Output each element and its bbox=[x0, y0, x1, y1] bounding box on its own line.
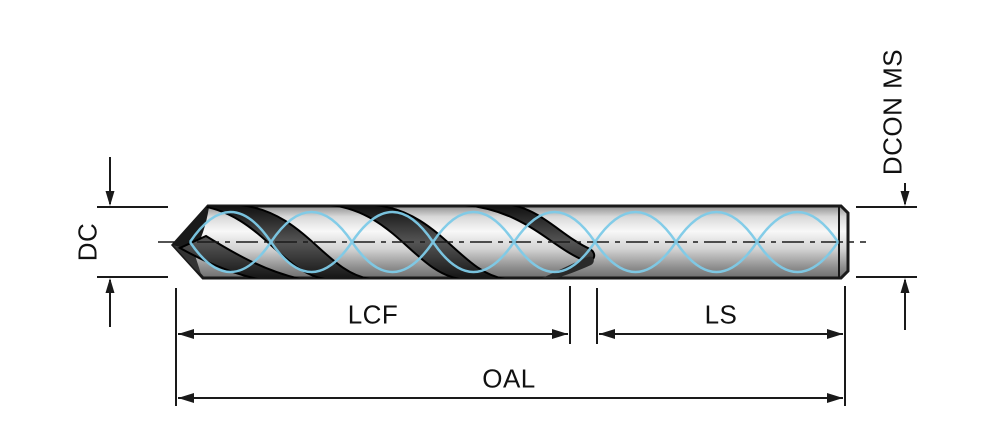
dimension-dcon-ms bbox=[856, 183, 917, 330]
ls-arrowhead-right bbox=[827, 329, 843, 339]
lcf-arrowhead-left bbox=[178, 329, 194, 339]
label-dc: DC bbox=[72, 222, 103, 262]
dc-arrowhead-up bbox=[105, 278, 115, 293]
coolant-channel-lines bbox=[188, 210, 840, 274]
coolant-line-2 bbox=[188, 210, 840, 274]
dimension-ls bbox=[596, 286, 846, 406]
drill-point-face bbox=[173, 207, 209, 252]
dc-arrowhead-down bbox=[105, 191, 115, 206]
label-oal: OAL bbox=[482, 363, 536, 394]
label-lcf: LCF bbox=[347, 299, 399, 330]
flute-band bbox=[329, 206, 506, 278]
label-ls: LS bbox=[704, 299, 738, 330]
dimension-oal bbox=[178, 393, 843, 403]
dimension-lcf bbox=[175, 286, 571, 406]
label-dcon-ms: DCON MS bbox=[877, 48, 908, 176]
ls-arrowhead-left bbox=[599, 329, 615, 339]
oal-arrowhead-left bbox=[178, 393, 194, 403]
dcon-arrowhead-down bbox=[900, 191, 910, 206]
dimension-dc bbox=[97, 157, 168, 327]
lcf-arrowhead-right bbox=[552, 329, 568, 339]
dcon-arrowhead-up bbox=[900, 278, 910, 293]
oal-arrowhead-right bbox=[827, 393, 843, 403]
